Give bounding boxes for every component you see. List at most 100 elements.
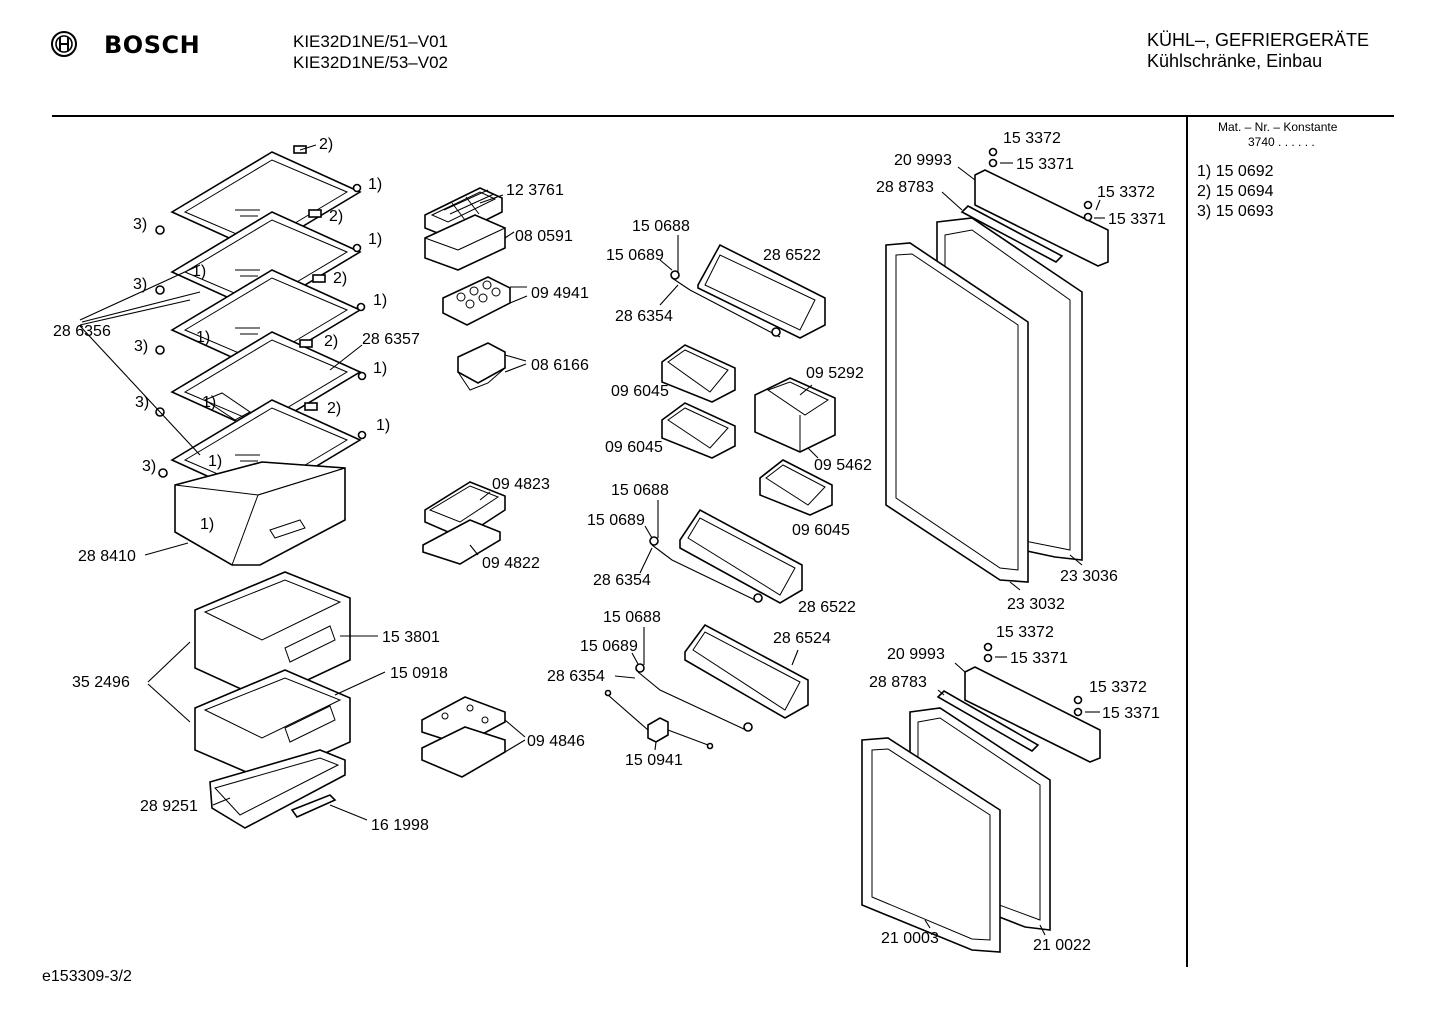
callout-label: 09 6045 (605, 439, 663, 456)
callout-label: 23 3036 (1060, 568, 1118, 585)
lower-door-gasket (861, 737, 1001, 953)
callout-label: 1) (368, 231, 382, 248)
door-shelf (661, 344, 736, 403)
cold-pack (421, 696, 506, 778)
bottle-holder (754, 377, 836, 453)
callout-label: 09 4941 (531, 285, 589, 302)
footnote-item: 3) 15 0693 (1197, 203, 1274, 220)
category-subtitle: Kühlschränke, Einbau (1147, 51, 1323, 71)
switch-module (604, 689, 714, 750)
callout-label: 1) (376, 417, 390, 434)
callout-label: 3) (135, 394, 149, 411)
callout-labels: 2) 1) 2) 1) 2) 1) 2) 1) 2) 1) 3) 1) 3) 1… (53, 130, 1166, 954)
hinge-plate (974, 169, 1109, 267)
callout-label: 28 9251 (140, 798, 198, 815)
callout-label: 2) (329, 208, 343, 225)
hinge-plate (964, 666, 1101, 763)
callout-label: 28 8783 (869, 674, 927, 691)
callout-label: 28 6354 (547, 668, 605, 685)
door-shelf (661, 402, 736, 459)
callout-label: 3) (142, 458, 156, 475)
callout-label: 15 3371 (1108, 211, 1166, 228)
callout-label: 12 3761 (506, 182, 564, 199)
callout-label: 08 0591 (515, 228, 573, 245)
constant-value: 3740 . . . . . . (1248, 135, 1315, 149)
callout-label: 2) (327, 400, 341, 417)
callout-label: 1) (208, 453, 222, 470)
hinge-screw (988, 147, 1093, 222)
callout-label: 15 3372 (1097, 184, 1155, 201)
callout-label: 3) (133, 276, 147, 293)
door-shelf (759, 459, 833, 516)
callout-label: 15 3372 (1089, 679, 1147, 696)
callout-label: 15 3371 (1102, 705, 1160, 722)
callout-label: 15 0688 (603, 609, 661, 626)
callout-label: 20 9993 (894, 152, 952, 169)
leader-lines (79, 144, 1105, 936)
door-shelf-rail (635, 663, 753, 732)
model-number: KIE32D1NE/53–V02 (293, 53, 448, 72)
door-shelf-rail (649, 536, 763, 603)
callout-label: 15 3371 (1016, 156, 1074, 173)
category-title: KÜHL–, GEFRIERGERÄTE (1147, 30, 1370, 50)
trim-strip (290, 794, 337, 818)
callout-label: 28 6354 (593, 572, 651, 589)
callout-label: 2) (333, 270, 347, 287)
header-rule (52, 115, 1394, 117)
callout-label: 28 6522 (763, 247, 821, 264)
footnote-item: 1) 15 0692 (1197, 163, 1274, 180)
callout-label: 08 6166 (531, 357, 589, 374)
vegetable-drawer (194, 571, 351, 701)
glass-shelf (170, 331, 362, 433)
door-shelf (684, 623, 809, 719)
callout-label: 15 3372 (1003, 130, 1061, 147)
callout-label: 28 6357 (362, 331, 420, 348)
callout-label: 1) (200, 516, 214, 533)
upper-door-gasket (885, 242, 1029, 583)
bosch-armature-icon (51, 31, 77, 57)
ice-tray (424, 187, 503, 239)
document-id: e153309-3/2 (42, 968, 132, 985)
brand-name: BOSCH (104, 31, 201, 59)
ice-box (424, 214, 506, 271)
callout-label: 28 6524 (773, 630, 831, 647)
callout-label: 15 0689 (606, 247, 664, 264)
callout-label: 09 6045 (611, 383, 669, 400)
callout-label: 15 0688 (632, 218, 690, 235)
callout-label: 09 5462 (814, 457, 872, 474)
callout-label: 28 6354 (615, 308, 673, 325)
callout-label: 28 8783 (876, 179, 934, 196)
bottom-tray (209, 749, 346, 829)
hinge-screw (983, 642, 1083, 717)
model-number: KIE32D1NE/51–V01 (293, 32, 448, 51)
door-shelf (697, 243, 826, 339)
callout-label: 15 3801 (382, 629, 440, 646)
callout-label: 20 9993 (887, 646, 945, 663)
footnote-item: 2) 15 0694 (1197, 183, 1274, 200)
callout-label: 15 0689 (587, 512, 645, 529)
callout-label: 1) (192, 263, 206, 280)
callout-label: 28 8410 (78, 548, 136, 565)
callout-label: 28 6356 (53, 323, 111, 340)
callout-label: 3) (134, 338, 148, 355)
callout-label: 1) (196, 329, 210, 346)
cheese-box-base (422, 519, 501, 565)
callout-label: 1) (368, 176, 382, 193)
callout-label: 23 3032 (1007, 596, 1065, 613)
callout-label: 28 6522 (798, 599, 856, 616)
brand-logo (50, 30, 78, 58)
butter-dish (457, 342, 506, 391)
callout-label: 35 2496 (72, 674, 130, 691)
callout-label: 15 0941 (625, 752, 683, 769)
callout-label: 2) (319, 136, 333, 153)
category-block: KÜHL–, GEFRIERGERÄTE Kühlschränke, Einba… (1147, 30, 1369, 72)
callout-label: 1) (373, 360, 387, 377)
drawer-box (174, 461, 346, 566)
callout-label: 2) (324, 333, 338, 350)
callout-label: 1) (202, 394, 216, 411)
callout-label: 3) (133, 216, 147, 233)
callout-label: 15 3371 (1010, 650, 1068, 667)
callout-label: 09 4822 (482, 555, 540, 572)
callout-label: 16 1998 (371, 817, 429, 834)
